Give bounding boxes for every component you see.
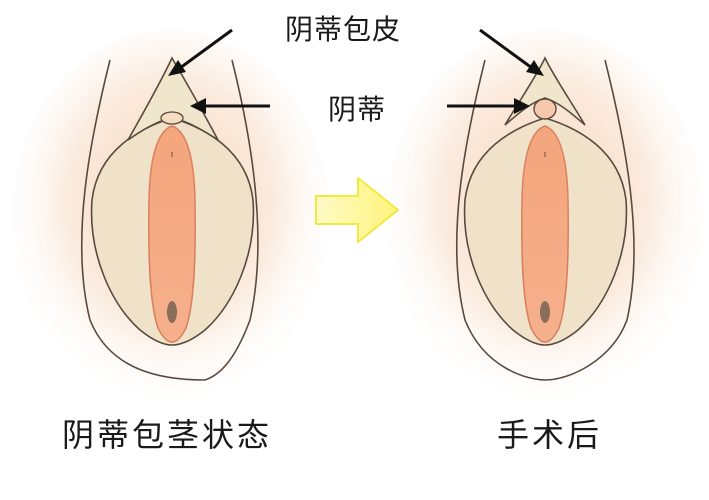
transition-arrow: [315, 177, 399, 243]
pointer-clitoris-right: [447, 98, 530, 114]
outer-contour-right: [204, 59, 259, 381]
inner-area-left: [148, 125, 196, 343]
vaginal-opening-left: [167, 301, 177, 323]
label-clitoral-hood: 阴蒂包皮: [285, 13, 402, 46]
outer-contour-left-2: [455, 59, 546, 381]
panel-before: [10, 30, 330, 410]
caption-after: 手术后: [497, 416, 603, 454]
panel-after: [385, 30, 705, 410]
pointer-hood-right: [479, 28, 544, 76]
outer-contour-right-2: [544, 59, 635, 381]
caption-before: 阴蒂包茎状态: [62, 416, 273, 454]
pointer-hood-left: [168, 28, 233, 76]
vaginal-opening-right: [540, 301, 550, 323]
clitoris-exposed: [533, 98, 557, 120]
inner-area-right: [521, 125, 569, 343]
label-clitoris: 阴蒂: [328, 93, 387, 126]
clitoris-covered: [160, 111, 184, 125]
outer-contour-left: [80, 59, 206, 381]
pointer-clitoris-left: [190, 98, 270, 114]
